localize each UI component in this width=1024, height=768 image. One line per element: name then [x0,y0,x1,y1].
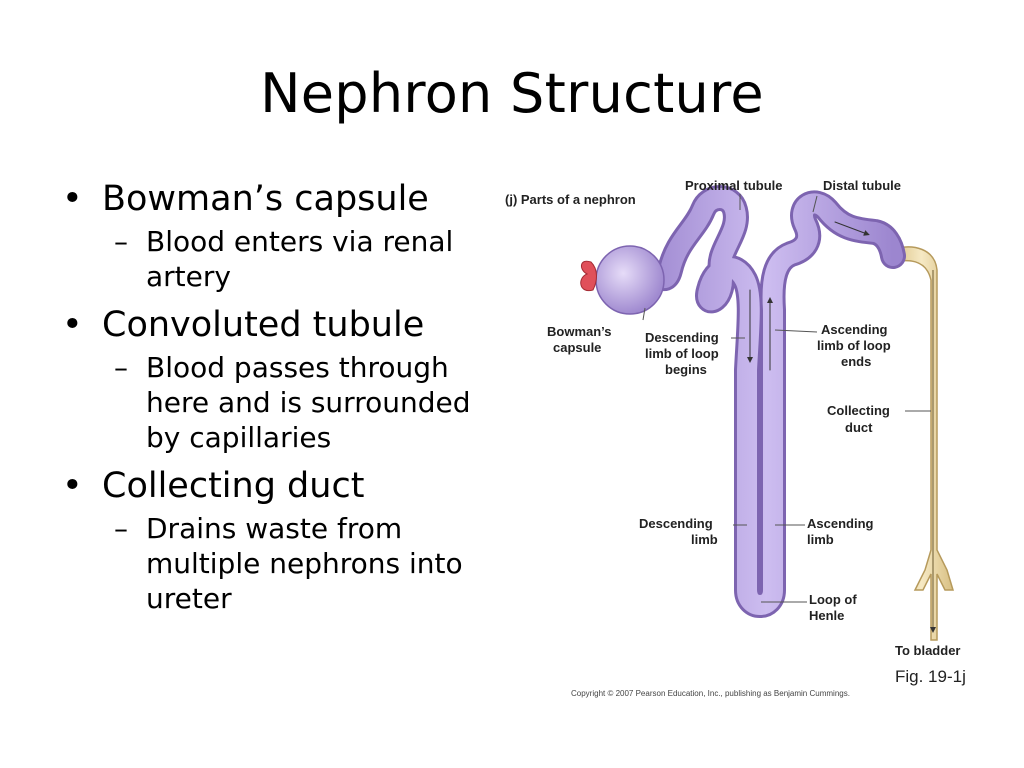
label-desc-loop-2: limb of loop [645,346,719,361]
sub-bullet: – Blood enters via renal artery [58,224,488,294]
label-bowmans-2: capsule [553,340,601,355]
bowmans-capsule-shape [580,245,665,315]
bullet-dot: • [62,305,83,345]
bullet-text: Bowman’s capsule [102,179,429,219]
bullet-collecting-duct: • Collecting duct [58,465,488,507]
label-asc-limb-1: Ascending [807,516,874,531]
figure-number: Fig. 19-1j [895,667,966,686]
sub-bullet: – Blood passes through here and is surro… [58,350,488,455]
label-proximal-tubule: Proximal tubule [685,178,783,193]
label-collecting-1: Collecting [827,403,890,418]
label-asc-loop-1: Ascending [821,322,888,337]
nephron-figure: (j) Parts of a nephron Proximal tubule D… [495,170,985,710]
label-asc-loop-2: limb of loop [817,338,891,353]
sub-bullet: – Drains waste from multiple nephrons in… [58,511,488,616]
label-loop-henle-1: Loop of [809,592,857,607]
bullet-dash: – [114,225,128,258]
bullet-dot: • [62,179,83,219]
label-desc-loop-3: begins [665,362,707,377]
label-asc-limb-2: limb [807,532,834,547]
collecting-duct-shape [889,246,955,641]
nephron-tubule-shape [627,185,906,618]
sub-bullet-text: Drains waste from multiple nephrons into… [146,512,463,615]
bullet-text: Collecting duct [102,466,365,506]
bullet-text: Convoluted tubule [102,305,425,345]
slide-title: Nephron Structure [260,62,764,125]
label-desc-limb-1: Descending [639,516,713,531]
sub-bullet-text: Blood passes through here and is surroun… [146,351,471,454]
label-to-bladder: To bladder [895,643,960,658]
label-asc-loop-3: ends [841,354,871,369]
label-loop-henle-2: Henle [809,608,844,623]
bullet-bowmans-capsule: • Bowman’s capsule [58,178,488,220]
label-distal-tubule: Distal tubule [823,178,901,193]
label-bowmans-1: Bowman’s [547,324,612,339]
bullet-convoluted-tubule: • Convoluted tubule [58,304,488,346]
bullet-dot: • [62,466,83,506]
figure-heading: (j) Parts of a nephron [505,192,636,207]
bullet-list: • Bowman’s capsule – Blood enters via re… [58,178,488,626]
label-desc-limb-2: limb [691,532,718,547]
bullet-dash: – [114,351,128,384]
label-desc-loop-1: Descending [645,330,719,345]
sub-bullet-text: Blood enters via renal artery [146,225,454,293]
bullet-dash: – [114,512,128,545]
nephron-diagram: (j) Parts of a nephron Proximal tubule D… [505,178,966,698]
leader-lines [642,194,931,603]
label-collecting-2: duct [845,420,873,435]
figure-copyright: Copyright © 2007 Pearson Education, Inc.… [571,689,850,698]
